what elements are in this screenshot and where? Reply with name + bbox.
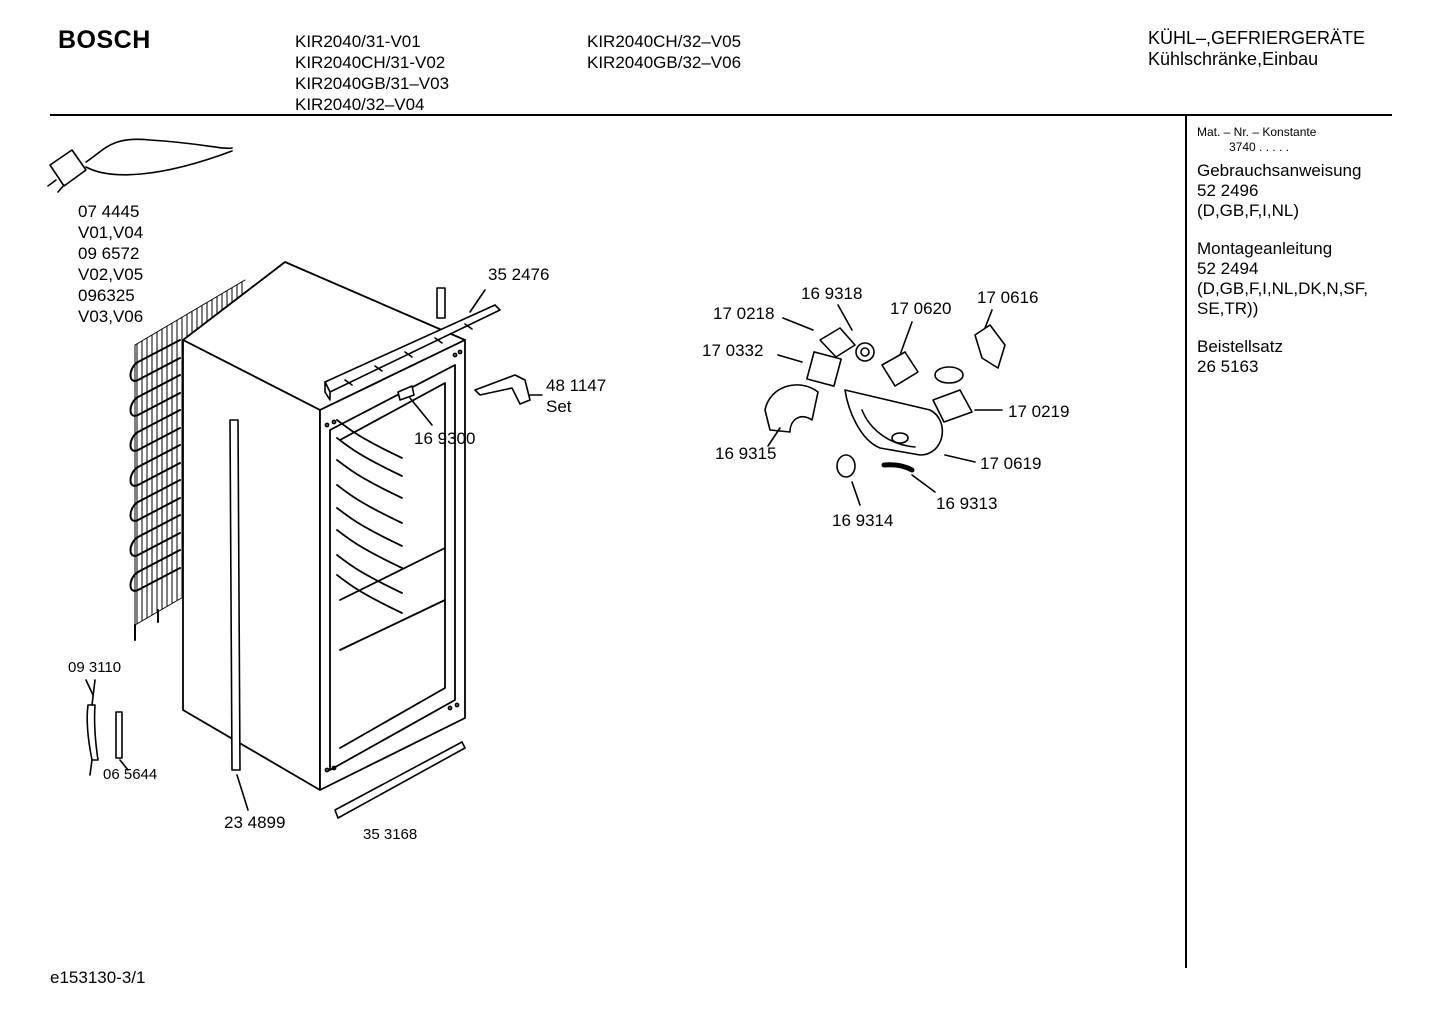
part-label-169300: 16 9300 <box>414 429 476 448</box>
manual-title: Gebrauchsanweisung <box>1197 161 1362 180</box>
kit-title: Beistellsatz <box>1197 337 1283 356</box>
manual-number: 52 2496 <box>1197 181 1259 200</box>
mount-langs: (D,GB,F,I,NL,DK,N,SF, <box>1197 279 1368 298</box>
mat-label: Mat. – Nr. – Konstante <box>1197 125 1317 139</box>
model-item: KIR2040CH/32–V05 <box>587 32 742 51</box>
light-assembly <box>764 304 1006 506</box>
variant-label: V01,V04 <box>78 223 144 242</box>
part-label-170219: 17 0219 <box>1008 402 1070 421</box>
model-item: KIR2040GB/32–V06 <box>587 53 742 72</box>
part-number: 09 6572 <box>78 244 140 263</box>
part-label-170620: 17 0620 <box>890 299 952 318</box>
power-cable-icon <box>47 138 233 193</box>
sidebar-divider <box>1185 116 1187 968</box>
mount-langs-cont: SE,TR)) <box>1197 299 1259 318</box>
part-label-169313: 16 9313 <box>936 494 998 513</box>
brand-logo: BOSCH <box>58 26 151 54</box>
part-label-169318: 16 9318 <box>801 284 863 303</box>
top-rail <box>324 287 501 401</box>
header-divider <box>50 114 1392 116</box>
category-sub: Kühlschränke,Einbau <box>1148 49 1319 69</box>
part-label-481147: 48 1147 <box>546 376 607 395</box>
part-number: 096325 <box>78 286 135 305</box>
manual-langs: (D,GB,F,I,NL) <box>1197 201 1300 220</box>
category: KÜHL–,GEFRIERGERÄTE Kühlschränke,Einbau <box>1148 28 1365 70</box>
sidebar: Mat. – Nr. – Konstante 3740 . . . . . Ge… <box>1197 125 1368 377</box>
variant-label: V02,V05 <box>78 265 144 284</box>
mount-title: Montageanleitung <box>1197 239 1333 258</box>
mat-value: 3740 . . . . . <box>1229 140 1290 154</box>
category-main: KÜHL–,GEFRIERGERÄTE <box>1148 28 1366 48</box>
part-label-170218: 17 0218 <box>713 304 775 323</box>
part-label-481147-note: Set <box>546 397 572 416</box>
condenser-tube <box>129 339 181 592</box>
kit-number: 26 5163 <box>1197 357 1259 376</box>
model-item: KIR2040/32–V04 <box>295 95 425 114</box>
door-strip <box>229 419 241 771</box>
model-item: KIR2040GB/31–V03 <box>295 74 450 93</box>
part-label-093110: 09 3110 <box>68 659 122 676</box>
part-label-234899: 23 4899 <box>224 813 286 832</box>
model-list-1: KIR2040/31-V01 KIR2040CH/31-V02 KIR2040G… <box>295 31 449 115</box>
model-list-2: KIR2040CH/32–V05 KIR2040GB/32–V06 <box>587 31 741 73</box>
mount-number: 52 2494 <box>1197 259 1259 278</box>
part-label-353168: 35 3168 <box>363 826 418 843</box>
sensor-part <box>86 704 99 761</box>
part-label-170616: 17 0616 <box>977 288 1039 307</box>
refrigerator-cabinet <box>182 261 466 791</box>
part-label-065644: 06 5644 <box>103 766 158 783</box>
part-label-169315: 16 9315 <box>715 444 777 463</box>
model-item: KIR2040CH/31-V02 <box>295 53 446 72</box>
part-label-169314: 16 9314 <box>832 511 894 530</box>
document-code: e153130-3/1 <box>50 968 146 987</box>
model-item: KIR2040/31-V01 <box>295 32 421 51</box>
part-label-352476: 35 2476 <box>488 265 550 284</box>
part-label-170619: 17 0619 <box>980 454 1042 473</box>
part-label-170332: 17 0332 <box>702 341 764 360</box>
variant-label: V03,V06 <box>78 307 144 326</box>
part-number: 07 4445 <box>78 202 140 221</box>
bottom-strip <box>334 741 466 819</box>
cable-variant-labels: 07 4445 V01,V04 09 6572 V02,V05 096325 V… <box>78 201 143 327</box>
bracket-part <box>474 374 531 405</box>
